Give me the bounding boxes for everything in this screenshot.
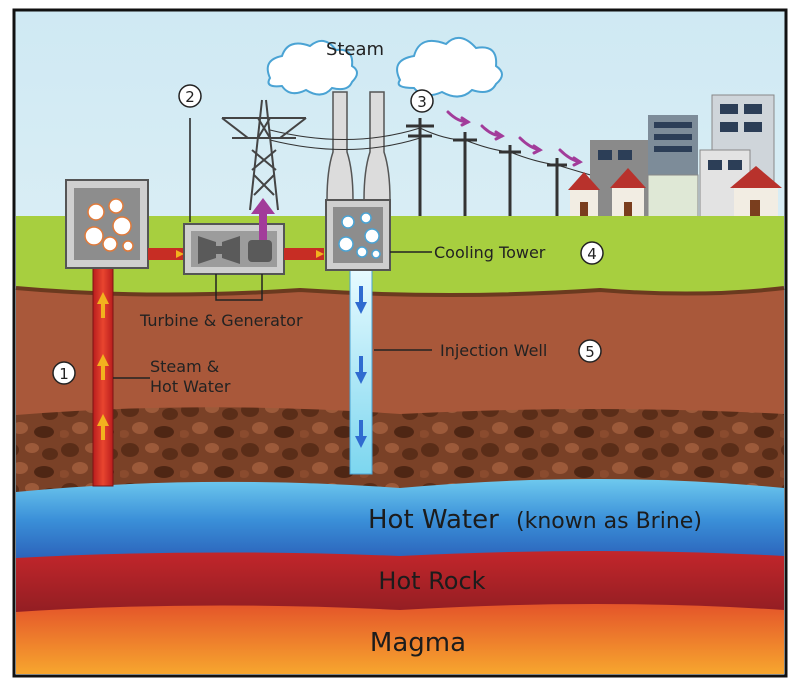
magma-label: Magma [370,628,466,658]
steam-cloud-left [266,39,358,96]
power-flow-arrows [446,110,583,167]
marker-1: 1 [52,361,76,385]
brine-layer [16,479,784,562]
cooling-tower-label: Cooling Tower [434,243,546,262]
svg-text:2: 2 [185,88,195,106]
turbine-generator-box [183,223,285,275]
injection-well-label: Injection Well [440,341,547,360]
transmission-tower [221,99,307,211]
magma-layer [16,604,784,674]
utility-poles [406,118,567,218]
soil-layer [16,288,784,420]
flow-arrow-to-cooling [316,250,324,258]
marker-4: 4 [580,241,604,265]
heat-exchanger-box [65,179,149,269]
rocky-soil-layer [16,407,784,500]
marker-3: 3 [410,89,434,113]
hot-rock-layer [16,551,784,618]
hot-rock-label: Hot Rock [378,567,485,595]
marker-2: 2 [178,84,202,108]
steam-hot-water-label-line1: Steam & [150,357,219,376]
steam-hot-water-label-line2: Hot Water [150,377,231,396]
marker-5: 5 [578,339,602,363]
turbine-generator-label: Turbine & Generator [139,311,303,330]
downflow-arrows [355,286,367,448]
smokestacks [326,91,391,201]
svg-text:1: 1 [59,365,69,383]
hot-water-note: (known as Brine) [516,509,702,534]
flow-arrow-to-turbine [176,250,184,258]
svg-text:3: 3 [417,93,427,111]
power-up-arrow [251,198,275,240]
steam-cloud-label: Steam [326,39,384,60]
leader-lines [113,118,432,379]
houses [568,166,782,219]
hot-water-label: Hot Water [368,505,499,535]
cooling-tower-box [325,199,391,271]
power-line-wires [269,127,616,183]
upflow-arrows [97,292,109,440]
svg-text:5: 5 [585,343,595,361]
svg-text:4: 4 [587,245,597,263]
